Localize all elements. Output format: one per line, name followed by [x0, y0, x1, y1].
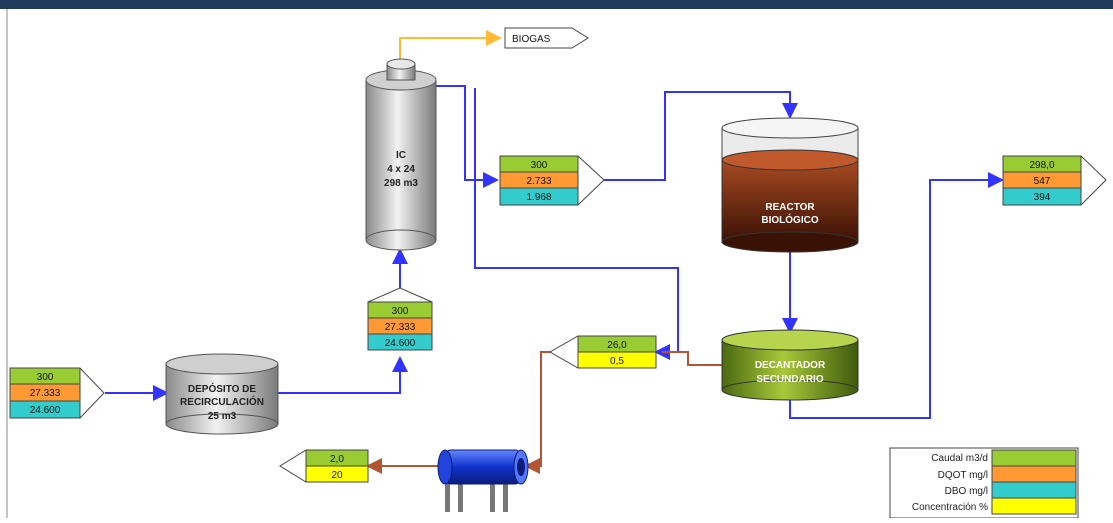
deposito-line3: 25 m3: [208, 411, 237, 422]
inlet-dbo: 24.600: [30, 405, 61, 416]
pipe-recirculation: [474, 88, 679, 360]
deposito-recirculacion: DEPÓSITO DE RECIRCULACIÓN 25 m3: [165, 353, 279, 435]
frame-top-bar: [0, 0, 1113, 9]
ic-line2: 4 x 24: [387, 164, 415, 175]
ic-out-dbo: 1.968: [526, 192, 551, 203]
legend-label-dqo: DQOT mg/l: [938, 470, 988, 481]
legend-label-dbo: DBO mg/l: [945, 486, 988, 497]
stream-tag-ic-feed: 300 27.333 24.600: [367, 287, 433, 351]
legend-label-concentracion: Concentración %: [912, 502, 988, 513]
biogas-label: BIOGAS: [512, 34, 551, 45]
biogas-tag: BIOGAS: [504, 27, 589, 49]
stream-tag-ic-out: 300 2.733 1.968: [499, 155, 605, 206]
stream-tag-sludge-return: 26,0 0,5: [548, 335, 657, 369]
sludge-return-concentracion: 0,5: [610, 356, 624, 367]
decantador-secundario: DECANTADOR SECUNDARIO: [721, 329, 859, 401]
legend-item: Concentración %: [912, 497, 1077, 515]
legend-item: DQOT mg/l: [938, 465, 1077, 483]
deposito-line2: RECIRCULACIÓN: [180, 395, 264, 408]
pipe-deposito-to-feed: [278, 356, 408, 394]
pipe-sludge-return: [662, 351, 722, 366]
legend-swatch-caudal: [991, 449, 1077, 467]
outlet-caudal: 298,0: [1029, 160, 1054, 171]
sludge-out-concentracion: 20: [331, 470, 343, 481]
ic-line1: IC: [396, 150, 406, 161]
reactor-line2: BIOLÓGICO: [761, 213, 818, 226]
pipe-sludge-to-pump: [524, 351, 550, 474]
sludge-return-caudal: 26,0: [607, 340, 627, 351]
legend-label-caudal: Caudal m3/d: [931, 453, 988, 464]
pump-icon: [437, 449, 529, 512]
stream-tag-sludge-out: 2,0 20: [279, 449, 369, 483]
outlet-dqo: 547: [1034, 176, 1051, 187]
reactor-biologico: REACTOR BIOLÓGICO: [721, 117, 859, 253]
legend-swatch-dqo: [991, 465, 1077, 483]
pipe-to-reactor: [604, 91, 798, 181]
inlet-caudal: 300: [37, 372, 54, 383]
decantador-line2: SECUNDARIO: [756, 374, 823, 385]
ic-feed-caudal: 300: [392, 306, 409, 317]
ic-out-dqo: 2.733: [526, 176, 551, 187]
ic-reactor: IC 4 x 24 298 m3: [365, 58, 437, 251]
decantador-line1: DECANTADOR: [755, 360, 826, 371]
stream-tag-inlet: 300 27.333 24.600: [9, 367, 105, 419]
legend-swatch-concentracion: [991, 497, 1077, 515]
legend-swatch-dbo: [991, 481, 1077, 499]
pipe-biogas: [399, 30, 502, 62]
deposito-line1: DEPÓSITO DE: [188, 382, 256, 395]
inlet-dqo: 27.333: [30, 388, 61, 399]
sludge-out-caudal: 2,0: [330, 454, 344, 465]
ic-feed-dqo: 27.333: [385, 322, 416, 333]
legend-item: Caudal m3/d: [931, 449, 1077, 467]
legend: Caudal m3/d DQOT mg/l DBO mg/l Concentra…: [889, 447, 1079, 519]
ic-line3: 298 m3: [384, 178, 418, 189]
pipe-to-outlet: [789, 172, 1004, 419]
ic-feed-dbo: 24.600: [385, 338, 416, 349]
stream-tag-outlet: 298,0 547 394: [1002, 155, 1107, 206]
outlet-dbo: 394: [1034, 192, 1051, 203]
ic-out-caudal: 300: [531, 160, 548, 171]
reactor-line1: REACTOR: [765, 202, 815, 213]
